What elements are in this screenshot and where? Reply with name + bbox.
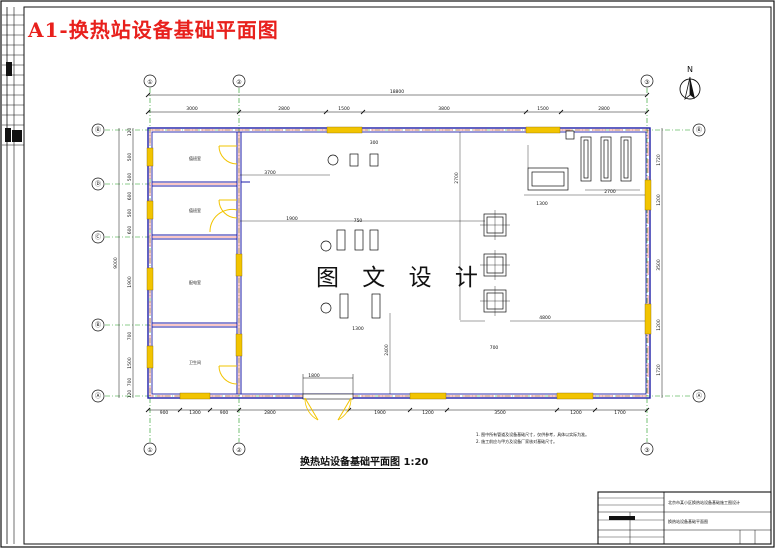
axis-label-left: Ⓒ (95, 233, 101, 241)
interior-dimension: 3700 (264, 170, 276, 176)
axis-label-bottom: ② (236, 447, 242, 454)
interior-dimension: 1300 (536, 201, 548, 207)
left-dimension: 120 (127, 128, 133, 137)
title-block-project: 北京市某小区换热站设备基础施工图设计 (668, 500, 740, 505)
top-dimension: 2800 (278, 106, 290, 112)
binding-strip (2, 7, 24, 544)
left-dimension: 700 (127, 378, 133, 387)
room-label: 配电室 (189, 279, 201, 285)
room-label: 卫生间 (189, 359, 201, 365)
interior-dimension: 2700 (604, 189, 616, 195)
bottom-dimension: 1700 (614, 410, 626, 416)
title-block (597, 491, 772, 545)
left-dimension: 600 (127, 192, 133, 201)
right-dimension: 3500 (656, 259, 662, 271)
bottom-dimension: 900 (160, 410, 169, 416)
top-dimension: 3800 (438, 106, 450, 112)
plan-scale: 1:20 (403, 457, 429, 468)
left-dimension: 1900 (127, 276, 133, 288)
interior-dimension: 300 (370, 140, 379, 146)
sheet-title: A1-换热站设备基础平面图 (28, 18, 279, 42)
axis-bubbles (91, 74, 706, 456)
plan-title-text: 换热站设备基础平面图 (300, 457, 400, 469)
title-block-drawing-name: 换热站设备基础平面图 (668, 519, 708, 524)
bottom-dimension: 900 (220, 410, 229, 416)
axis-label-left: Ⓓ (95, 180, 101, 188)
left-dimension: 700 (127, 332, 133, 341)
bottom-dimension: 1200 (422, 410, 434, 416)
left-dimension: 1500 (127, 357, 133, 369)
axis-label-top: ③ (644, 79, 649, 86)
axis-label-left: Ⓑ (95, 126, 101, 134)
interior-dimension: 4800 (539, 315, 551, 321)
axis-label-left: Ⓐ (95, 392, 101, 400)
drawing-border (23, 6, 772, 545)
bottom-dimension: 3500 (494, 410, 506, 416)
interior-wall-centerlines (152, 132, 240, 394)
note-2: 2. 施工前应与甲方及设备厂家核对基础尺寸。 (476, 439, 558, 444)
interior-dimension: 1900 (286, 216, 298, 222)
axis-label-top: ① (147, 79, 152, 86)
bottom-dimension: 1300 (189, 410, 201, 416)
main-entrance-door (302, 374, 354, 421)
axis-label-top: ② (236, 79, 242, 86)
interior-walls (152, 132, 250, 394)
interior-dimension: 2400 (384, 344, 390, 356)
axis-label-bottom: ③ (644, 447, 649, 454)
left-dimension: 600 (127, 226, 133, 235)
interior-dimension: 1800 (308, 373, 320, 379)
room-label: 值班室 (189, 155, 201, 161)
top-dimension: 1500 (338, 106, 350, 112)
top-dimension: 3000 (186, 106, 198, 112)
windows (146, 126, 652, 400)
drawing-notes: 1. 图中所有管道及设备基础尺寸，仅供参考，具体以实际为准。 2. 施工前应与甲… (476, 431, 589, 445)
room-label: 值班室 (189, 207, 201, 213)
watermark: 图 文 设 计 (316, 265, 486, 291)
axis-label-right: Ⓐ (696, 392, 702, 400)
bottom-dimension: 2800 (264, 410, 276, 416)
foundation-marks (240, 132, 645, 394)
axis-label-right: Ⓑ (696, 126, 702, 134)
interior-dimension: 700 (490, 345, 499, 351)
left-dimension: 500 (127, 173, 133, 182)
left-dimension: 120 (127, 390, 133, 399)
interior-dimension: 750 (354, 218, 363, 224)
bottom-dimension: 1900 (374, 410, 386, 416)
dimension-lines (118, 92, 663, 413)
overall-dimension: 18800 (390, 89, 404, 95)
doors (209, 145, 238, 385)
north-arrow-icon (679, 76, 701, 101)
right-dimension: 1720 (656, 154, 662, 166)
left-dimension: 500 (127, 209, 133, 218)
right-dimension: 1200 (656, 194, 662, 206)
right-dimension: 1720 (656, 364, 662, 376)
axis-label-bottom: ① (147, 447, 152, 454)
axis-label-left: Ⓑ (95, 321, 101, 329)
exterior-walls (147, 127, 651, 399)
north-label: N (687, 65, 693, 74)
plan-title: 换热站设备基础平面图 1:20 (300, 453, 429, 469)
interior-dimension: 2700 (454, 172, 460, 184)
left-overall-dimension: 9000 (113, 257, 119, 269)
interior-dimension: 1300 (352, 326, 364, 332)
note-1: 1. 图中所有管道及设备基础尺寸，仅供参考，具体以实际为准。 (476, 432, 590, 437)
bottom-dimension: 1200 (570, 410, 582, 416)
left-dimension: 500 (127, 153, 133, 162)
right-dimension: 1200 (656, 319, 662, 331)
top-dimension: 2800 (598, 106, 610, 112)
top-dimension: 1500 (537, 106, 549, 112)
